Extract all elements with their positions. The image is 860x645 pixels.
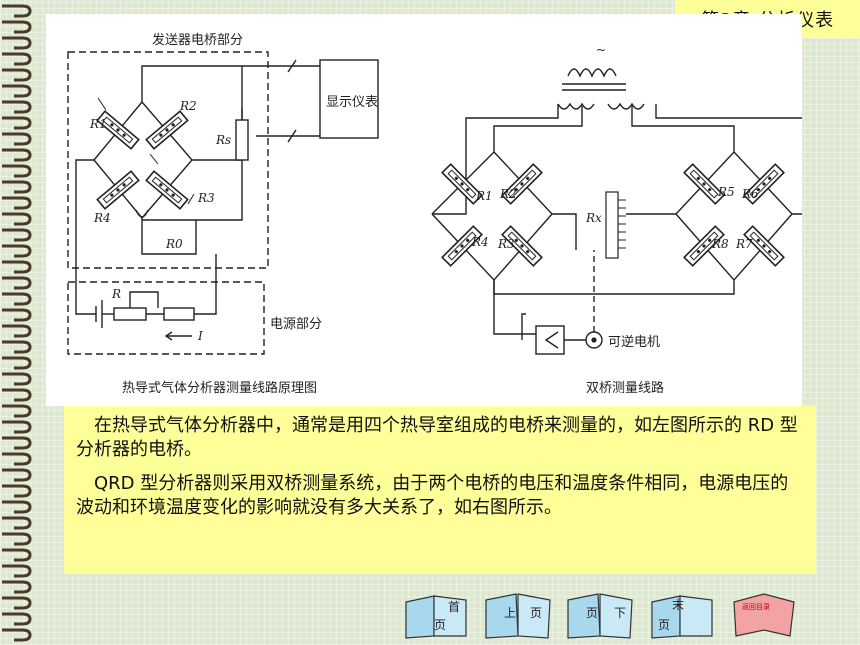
spiral-ring xyxy=(2,452,32,466)
right-label-r1: R1 xyxy=(475,189,493,203)
spiral-ring xyxy=(2,116,32,130)
book-icon xyxy=(651,595,713,639)
transformer-tilde: ~ xyxy=(596,43,606,57)
prev-page-char1: 上 xyxy=(504,606,517,620)
spiral-ring xyxy=(2,436,32,450)
left-label-r1: R1 xyxy=(89,117,107,131)
right-figure-caption: 双桥测量线路 xyxy=(586,380,664,396)
right-label-r5: R5 xyxy=(717,185,735,199)
spiral-ring xyxy=(2,36,32,50)
left-label-r4: R4 xyxy=(93,211,111,225)
left-label-r2: R2 xyxy=(179,99,197,113)
spiral-ring xyxy=(2,372,32,386)
spiral-ring xyxy=(2,212,32,226)
right-label-r6: R6 xyxy=(741,187,759,201)
spiral-ring xyxy=(2,260,32,274)
left-section-title: 发送器电桥部分 xyxy=(152,32,243,48)
right-label-r2: R2 xyxy=(499,187,517,201)
back-to-contents-label: 返回目录 xyxy=(742,603,770,611)
display-box-label: 显示仪表 xyxy=(326,95,378,110)
spiral-ring xyxy=(2,52,32,66)
spiral-ring xyxy=(2,532,32,546)
spiral-ring xyxy=(2,84,32,98)
first-page-button[interactable]: 首 页 xyxy=(400,590,472,640)
paragraph-2: QRD 型分析器则采用双桥测量系统，由于两个电桥的电压和温度条件相同，电源电压的… xyxy=(76,473,789,518)
left-label-rs: Rs xyxy=(215,133,231,147)
next-page-char2: 下 xyxy=(614,606,627,620)
spiral-ring xyxy=(2,292,32,306)
spiral-ring xyxy=(2,196,32,210)
spiral-ring xyxy=(2,132,32,146)
left-label-r: R xyxy=(111,287,121,301)
next-page-button[interactable]: 页 下 xyxy=(564,590,636,640)
spiral-ring xyxy=(2,500,32,514)
spiral-ring xyxy=(2,484,32,498)
spiral-ring xyxy=(2,148,32,162)
spiral-ring xyxy=(2,420,32,434)
right-label-r4: R4 xyxy=(471,235,489,249)
spiral-ring xyxy=(2,356,32,370)
spiral-ring xyxy=(2,628,32,642)
spiral-ring xyxy=(2,548,32,562)
right-label-rx: Rx xyxy=(585,211,602,225)
last-page-char2: 页 xyxy=(658,618,671,632)
left-label-r3: R3 xyxy=(197,191,215,205)
spiral-ring xyxy=(2,612,32,626)
left-figure-caption: 热导式气体分析器测量线路原理图 xyxy=(122,380,317,396)
spiral-ring xyxy=(2,596,32,610)
first-page-char1: 首 xyxy=(448,600,461,614)
spiral-ring xyxy=(2,68,32,82)
book-icon xyxy=(405,595,467,639)
right-circuit-diagram xyxy=(431,68,802,355)
spiral-ring xyxy=(2,180,32,194)
right-label-r8: R8 xyxy=(711,237,729,251)
power-section-label: 电源部分 xyxy=(270,317,322,332)
left-label-i: I xyxy=(197,329,203,343)
spiral-ring xyxy=(2,340,32,354)
spiral-ring xyxy=(2,388,32,402)
motor-label: 可逆电机 xyxy=(608,334,660,350)
spiral-ring xyxy=(2,20,32,34)
paragraph-1: 在热导式气体分析器中，通常是用四个热导室组成的电桥来测量的，如左图所示的 RD … xyxy=(76,415,798,460)
spiral-ring xyxy=(2,324,32,338)
first-page-char2: 页 xyxy=(434,618,447,632)
right-label-r3: R3 xyxy=(497,237,515,251)
spiral-ring xyxy=(2,100,32,114)
last-page-button[interactable]: 末 页 xyxy=(646,590,718,640)
left-label-r0: R0 xyxy=(165,237,183,251)
spiral-ring xyxy=(2,404,32,418)
explanation-text: 在热导式气体分析器中，通常是用四个热导室组成的电桥来测量的，如左图所示的 RD … xyxy=(64,406,816,574)
spiral-ring xyxy=(2,516,32,530)
navigation-bar: 首 页 上 页 页 下 末 页 返回目录 xyxy=(400,590,810,642)
back-to-contents-button[interactable]: 返回目录 xyxy=(728,590,800,640)
spiral-ring xyxy=(2,228,32,242)
spiral-ring xyxy=(2,308,32,322)
prev-page-char2: 页 xyxy=(530,606,543,620)
book-icon xyxy=(485,593,551,639)
right-label-r7: R7 xyxy=(735,237,753,251)
spiral-ring xyxy=(2,244,32,258)
spiral-ring xyxy=(2,4,32,18)
spiral-ring xyxy=(2,164,32,178)
spiral-ring xyxy=(2,580,32,594)
book-icon xyxy=(567,593,633,639)
spiral-ring xyxy=(2,468,32,482)
spiral-binding xyxy=(2,4,32,642)
left-circuit-diagram xyxy=(67,51,379,355)
spiral-ring xyxy=(2,276,32,290)
red-book-icon xyxy=(733,593,795,637)
next-page-char1: 页 xyxy=(586,606,599,620)
figure-panel: 发送器电桥部分 显示仪表 电源部分 R1 R2 R3 R4 R0 Rs R I … xyxy=(46,14,802,406)
spiral-ring xyxy=(2,564,32,578)
prev-page-button[interactable]: 上 页 xyxy=(482,590,554,640)
last-page-char1: 末 xyxy=(672,598,685,612)
